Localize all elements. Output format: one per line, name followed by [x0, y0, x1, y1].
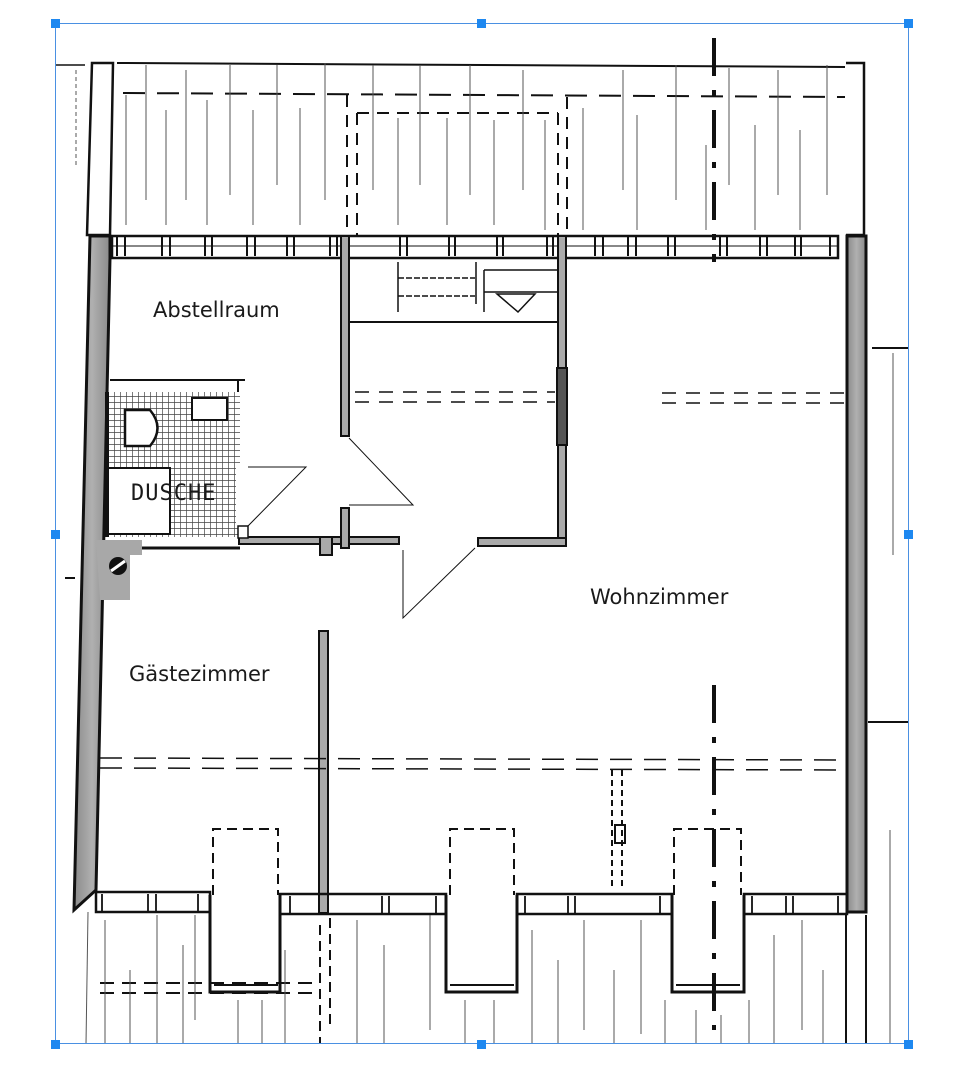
bathroom [105, 392, 306, 539]
roof-top [55, 38, 866, 262]
beam-lines [99, 391, 845, 771]
resize-handle-middle-left[interactable] [51, 530, 60, 539]
resize-handle-top-left[interactable] [51, 19, 60, 28]
resize-handle-bottom-right[interactable] [904, 1040, 913, 1049]
bottom-window-band [94, 890, 849, 916]
dormers [208, 770, 746, 994]
resize-handle-bottom-center[interactable] [477, 1040, 486, 1049]
room-label-wohnzimmer: Wohnzimmer [590, 585, 729, 609]
door-swings [247, 437, 476, 620]
resize-handle-bottom-left[interactable] [51, 1040, 60, 1049]
room-label-abstellraum: Abstellraum [153, 298, 280, 322]
interior-walls [110, 235, 568, 914]
top-window-band [110, 234, 840, 260]
right-exterior [65, 347, 909, 723]
stairs [397, 262, 558, 314]
roof-bottom [85, 830, 891, 1045]
bathroom-label-dusche: DUSCHE [131, 481, 217, 506]
outer-walls [72, 234, 868, 914]
resize-handle-top-center[interactable] [477, 19, 486, 28]
room-label-gaestezimmer: Gästezimmer [129, 662, 270, 686]
resize-handle-top-right[interactable] [904, 19, 913, 28]
resize-handle-middle-right[interactable] [904, 530, 913, 539]
